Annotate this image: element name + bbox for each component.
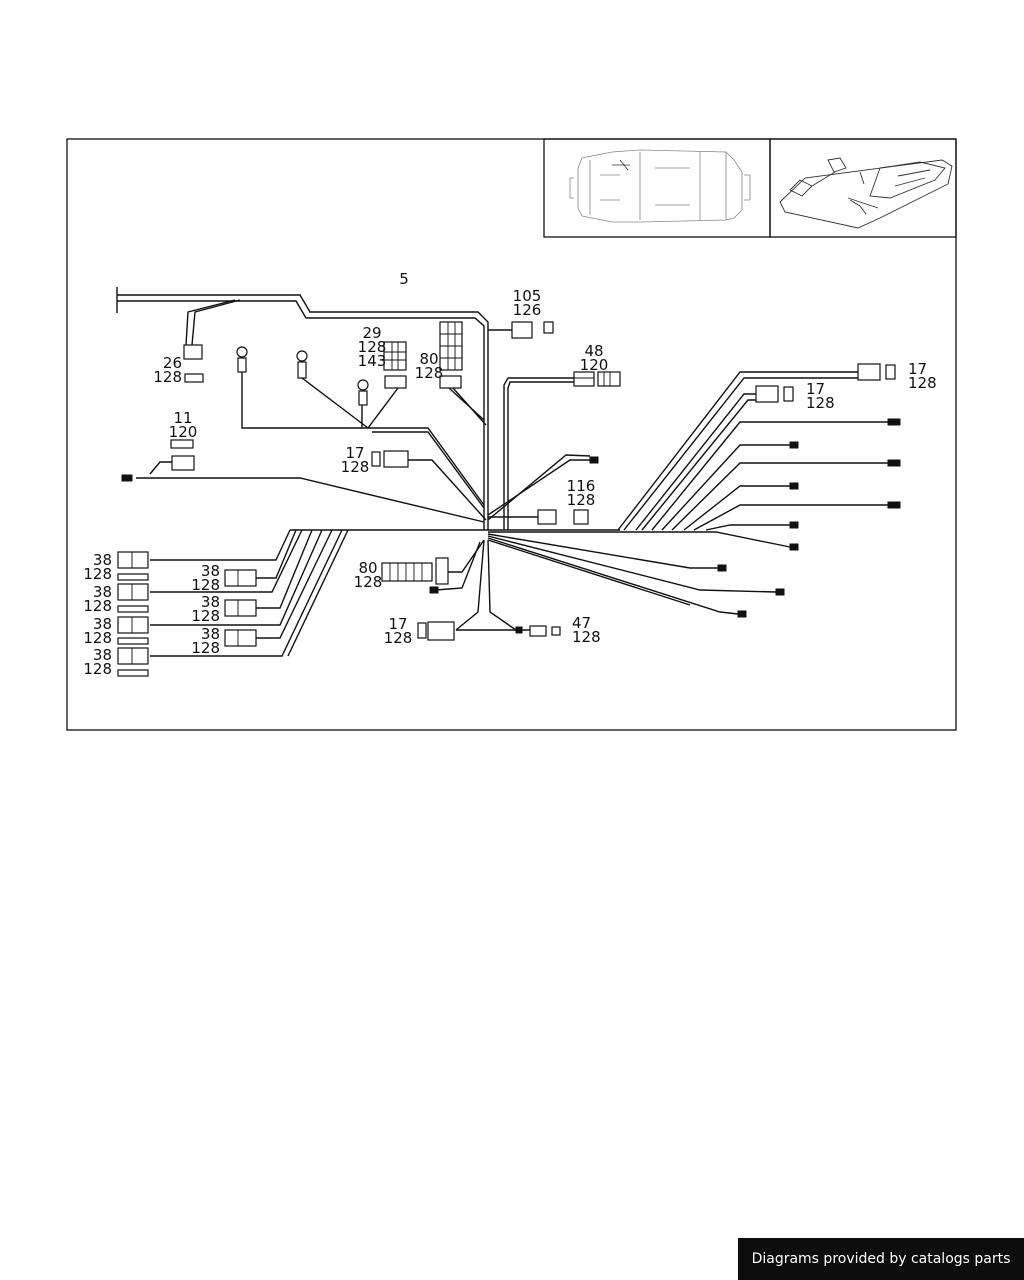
callout-c11-line-1: 120	[169, 423, 198, 441]
connector-38-mid-1	[224, 569, 257, 587]
callout-c5-line-0: 5	[399, 270, 409, 288]
connector-38-left-4	[117, 647, 149, 665]
callout-c38m1-line-1: 128	[191, 576, 220, 594]
diagram-frame	[66, 138, 957, 731]
callout-c11-line-0: 11	[173, 409, 192, 427]
callout-c38l3-line-0: 38	[93, 615, 112, 633]
callout-c17rb-line-0: 17	[806, 380, 825, 398]
connector-38-mid-2	[224, 599, 257, 617]
ring-terminal-3	[357, 379, 369, 391]
callout-c38m3-line-1: 128	[191, 639, 220, 657]
callout-c38l4-line-0: 38	[93, 646, 112, 664]
callout-c17ra-line-1: 128	[908, 374, 937, 392]
callout-c17m-line-0: 17	[345, 444, 364, 462]
floor-panel-icon	[779, 157, 953, 229]
plug-26	[184, 373, 204, 383]
callout-c47-line-0: 47	[572, 614, 591, 632]
footer-credit-text: Diagrams provided by catalogs parts	[751, 1251, 1011, 1267]
connector-11	[170, 439, 194, 449]
connector-26	[183, 344, 203, 360]
callout-c47-line-1: 128	[572, 628, 601, 646]
connector-17-right-b	[755, 385, 779, 403]
callout-c17b-line-1: 128	[384, 629, 413, 647]
callout-c38l2-line-1: 128	[83, 597, 112, 615]
connector-80-lower	[381, 562, 433, 582]
callout-c105-line-0: 105	[513, 287, 542, 305]
connector-17-mid	[383, 450, 409, 468]
connector-38-left-3	[117, 616, 149, 634]
callout-c38l4-line-1: 128	[83, 660, 112, 678]
connector-38-mid-3	[224, 629, 257, 647]
callout-c38m3-line-0: 38	[201, 625, 220, 643]
callout-c38l3-line-1: 128	[83, 629, 112, 647]
floor-detail-inset	[769, 138, 957, 238]
callout-c26-line-1: 128	[153, 368, 182, 386]
callout-c29-line-2: 143	[358, 352, 387, 370]
connector-105	[511, 321, 533, 339]
callout-c17b-line-0: 17	[388, 615, 407, 633]
callout-c38l2-line-0: 38	[93, 583, 112, 601]
callout-c80b-line-0: 80	[358, 559, 377, 577]
callout-c48-line-0: 48	[584, 342, 603, 360]
callout-c116-line-0: 116	[567, 477, 596, 495]
callout-c80b-line-1: 128	[354, 573, 383, 591]
callout-c29-line-0: 29	[362, 324, 381, 342]
ring-terminal-1	[236, 346, 248, 358]
fuse-block-29	[383, 341, 407, 371]
connector-47	[529, 625, 547, 637]
connector-116	[537, 509, 557, 525]
callout-c116-line-1: 128	[567, 491, 596, 509]
callout-c26-line-0: 26	[163, 354, 182, 372]
callout-c17ra-line-0: 17	[908, 360, 927, 378]
callout-c38m2-line-1: 128	[191, 607, 220, 625]
connector-17-bottom	[427, 621, 455, 641]
terminal-end	[121, 474, 133, 482]
callout-c38l1-line-1: 128	[83, 565, 112, 583]
callout-c17m-line-1: 128	[341, 458, 370, 476]
callout-c29-line-1: 128	[358, 338, 387, 356]
callout-c38m1-line-0: 38	[201, 562, 220, 580]
callout-c17rb-line-1: 128	[806, 394, 835, 412]
callout-c80a-line-1: 128	[415, 364, 444, 382]
callout-c80a-line-0: 80	[419, 350, 438, 368]
callout-c105-line-1: 126	[513, 301, 542, 319]
connector-48	[573, 371, 595, 387]
vehicle-outline-icon	[569, 149, 751, 223]
connector-17-right-a	[857, 363, 881, 381]
callout-c38m2-line-0: 38	[201, 593, 220, 611]
diagram-credit-footer: Diagrams provided by catalogs parts	[738, 1238, 1024, 1280]
connector-38-left-1	[117, 551, 149, 569]
ring-terminal-2	[296, 350, 308, 362]
callout-c48-line-1: 120	[580, 356, 609, 374]
connector-38-left-2	[117, 583, 149, 601]
callout-c38l1-line-0: 38	[93, 551, 112, 569]
